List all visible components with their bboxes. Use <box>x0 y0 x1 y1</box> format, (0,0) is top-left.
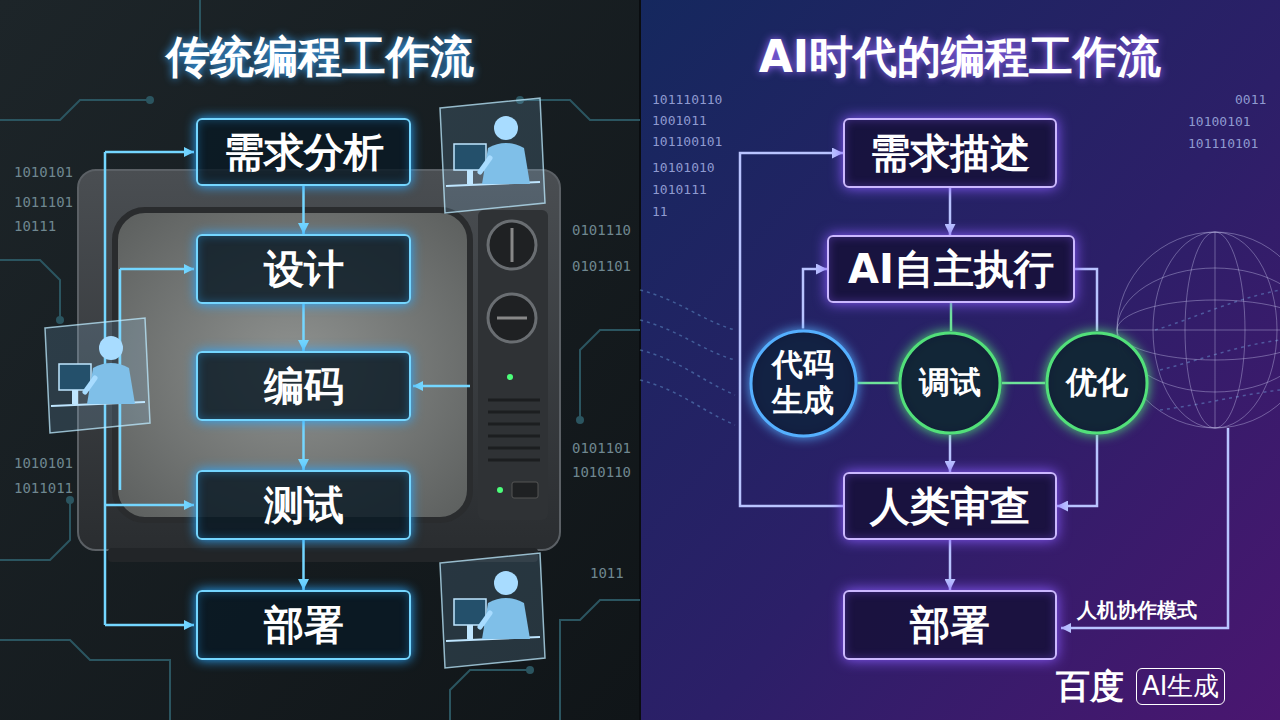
binary-digits: 0101101 <box>572 258 631 274</box>
node-text: 人类审查 <box>870 483 1030 529</box>
binary-digits: 1010111 <box>652 182 707 197</box>
binary-digits: 11 <box>652 204 668 219</box>
step-box: 需求分析 <box>196 118 411 186</box>
binary-digits: 1011011 <box>14 480 73 496</box>
flow-connector <box>1075 269 1097 331</box>
flow-connector <box>949 540 952 590</box>
binary-digits: 0101110 <box>572 222 631 238</box>
binary-digits: 101110101 <box>1188 136 1258 151</box>
flow-connector <box>949 188 952 235</box>
step-box: 部署 <box>843 590 1057 660</box>
node-text: 需求描述 <box>870 130 1030 176</box>
node-text: 优化 <box>1066 365 1128 401</box>
step-circle: 代码生成 <box>749 329 858 438</box>
flow-connector <box>302 304 305 351</box>
flow-connector <box>302 186 305 234</box>
node-text: 编码 <box>264 363 344 409</box>
node-text: 代码生成 <box>769 347 837 418</box>
node-text: 需求分析 <box>224 129 384 175</box>
step-circle: 优化 <box>1045 331 1149 435</box>
binary-digits: 101100101 <box>652 134 722 149</box>
node-text: 设计 <box>264 246 344 292</box>
node-text: 部署 <box>910 602 990 648</box>
flow-connector <box>858 382 899 385</box>
step-box: 设计 <box>196 234 411 304</box>
binary-digits: 0011 <box>1235 92 1266 107</box>
step-box: 部署 <box>196 590 411 660</box>
binary-digits: 1001011 <box>652 113 707 128</box>
binary-digits: 1011101 <box>14 194 73 210</box>
binary-digits: 10100101 <box>1188 114 1251 129</box>
panel-title: AI时代的编程工作流 <box>640 28 1280 87</box>
binary-digits: 1010110 <box>572 464 631 480</box>
step-box: 需求描述 <box>843 118 1057 188</box>
flow-connector <box>950 303 953 331</box>
flow-connector <box>1057 435 1097 506</box>
step-circle: 调试 <box>898 331 1002 435</box>
watermark: 百度 <box>1056 664 1124 710</box>
flow-connector <box>803 269 827 329</box>
step-box: 人类审查 <box>843 472 1057 540</box>
flow-connector <box>302 421 305 470</box>
binary-digits: 1010101 <box>14 455 73 471</box>
binary-digits: 1010101 <box>14 164 73 180</box>
step-box: 测试 <box>196 470 411 540</box>
binary-digits: 10101010 <box>652 160 715 175</box>
binary-digits: 101110110 <box>652 92 722 107</box>
step-box: AI自主执行 <box>827 235 1075 303</box>
node-text: 测试 <box>264 482 344 528</box>
flow-connector <box>740 153 843 506</box>
watermark: AI生成 <box>1136 668 1225 705</box>
mode-label: 人机协作模式 <box>1077 597 1197 624</box>
node-text: 调试 <box>919 365 981 401</box>
step-box: 编码 <box>196 351 411 421</box>
node-text: AI自主执行 <box>848 246 1054 292</box>
flow-connector <box>949 435 952 472</box>
flow-connector <box>302 540 305 590</box>
binary-digits: 10111 <box>14 218 56 234</box>
panel-title: 传统编程工作流 <box>0 28 640 87</box>
binary-digits: 1011 <box>590 565 624 581</box>
flow-connector <box>1002 382 1045 385</box>
binary-digits: 0101101 <box>572 440 631 456</box>
node-text: 部署 <box>264 602 344 648</box>
